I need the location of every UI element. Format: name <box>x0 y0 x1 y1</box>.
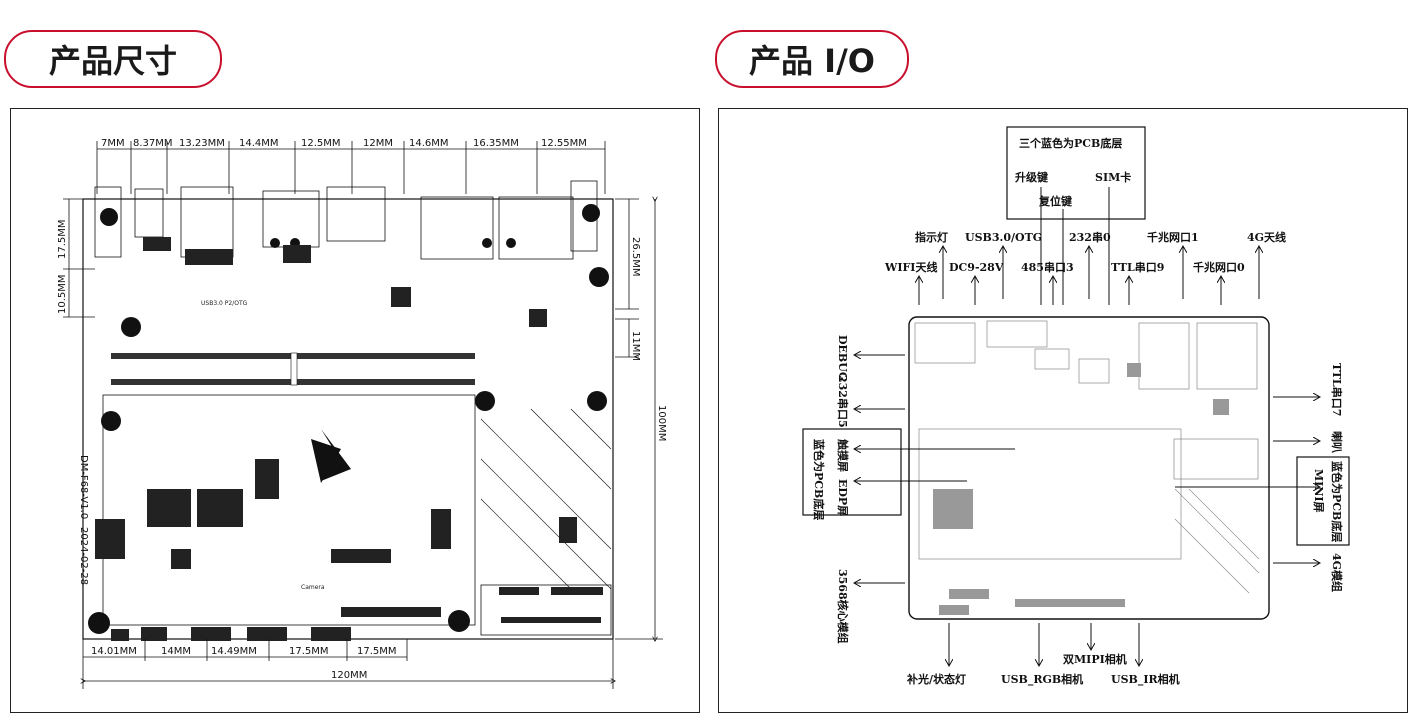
io-serial-232-0: 232串0 <box>1069 230 1111 244</box>
dim-top-7: 16.35MM <box>473 138 519 149</box>
dim-top-4: 12.5MM <box>301 138 341 149</box>
io-gigabit-lan1: 千兆网口1 <box>1147 230 1199 244</box>
io-touch-screen: 触摸屏 <box>836 438 850 472</box>
product-io-heading: 产品 I/O <box>715 30 909 88</box>
io-serial-232-5: 232串口5 <box>836 375 850 428</box>
io-dc-power: DC9-28V <box>949 261 1004 274</box>
io-top-box-title: 三个蓝色为PCB底层 <box>1019 136 1122 150</box>
product-dimensions-heading: 产品尺寸 <box>4 30 222 88</box>
dim-top-5: 12MM <box>363 138 393 149</box>
board-version: DM-F68-V1.0 <box>78 455 89 519</box>
io-ttl-serial-9: TTL串口9 <box>1111 260 1164 274</box>
board-silk-usb3-otg: USB3.0 P2/OTG <box>201 300 248 307</box>
io-4g-antenna: 4G天线 <box>1247 230 1286 244</box>
io-gigabit-lan0: 千兆网口0 <box>1193 260 1245 274</box>
io-reset-key: 复位键 <box>1038 194 1073 208</box>
io-4g-module: 4G模组 <box>1330 553 1344 592</box>
dim-bottom-4: 17.5MM <box>357 646 397 657</box>
board-dimension-drawing: 7MM 8.37MM 13.23MM 14.4MM 12.5MM 12MM 14… <box>57 138 667 689</box>
io-speaker: 喇叭 <box>1330 431 1344 453</box>
board-silk-camera: Camera <box>301 584 325 591</box>
io-ttl-serial-7: TTL串口7 <box>1330 363 1344 416</box>
dim-left-1: 10.5MM <box>57 274 68 314</box>
dimension-drawing-panel: 7MM 8.37MM 13.23MM 14.4MM 12.5MM 12MM 14… <box>10 108 700 713</box>
io-mini-screen: MINI屏 <box>1312 469 1325 513</box>
io-upgrade-key: 升级键 <box>1015 170 1049 184</box>
io-board-outline <box>908 316 1270 620</box>
dim-bottom-3: 17.5MM <box>289 646 329 657</box>
dim-total-width: 120MM <box>331 670 367 681</box>
dim-right-0: 26.5MM <box>630 237 641 277</box>
dim-right-2: 100MM <box>656 405 667 441</box>
io-left-box-note: 蓝色为PCB底层 <box>812 439 826 520</box>
dim-bottom-1: 14MM <box>161 646 191 657</box>
io-sim-card: SIM卡 <box>1095 170 1131 184</box>
io-diagram-panel: 三个蓝色为PCB底层 升级键 复位键 SIM卡 指示灯 USB3.0/OTG 2… <box>718 108 1408 713</box>
dim-top-2: 13.23MM <box>179 138 225 149</box>
io-right-box-note: 蓝色为PCB底层 <box>1330 461 1344 542</box>
io-core-module: 3568核心模组 <box>836 569 850 644</box>
dim-top-0: 7MM <box>101 138 125 149</box>
io-usb-rgb-camera: USB_RGB相机 <box>1001 672 1083 687</box>
io-wifi-antenna: WIFI天线 <box>884 260 937 274</box>
dim-top-6: 14.6MM <box>409 138 449 149</box>
io-serial-485-3: 485串口3 <box>1021 260 1074 274</box>
dim-top-1: 8.37MM <box>133 138 173 149</box>
io-usb-ir-camera: USB_IR相机 <box>1111 672 1180 687</box>
dim-right-1: 11MM <box>630 331 641 361</box>
dim-top-3: 14.4MM <box>239 138 279 149</box>
board-io-diagram: 三个蓝色为PCB底层 升级键 复位键 SIM卡 指示灯 USB3.0/OTG 2… <box>802 126 1350 687</box>
io-edp-screen: EDP屏 <box>836 479 849 516</box>
io-fill-light: 补光/状态灯 <box>906 672 966 686</box>
io-usb3-otg: USB3.0/OTG <box>965 231 1042 244</box>
board-date: 2024-02-28 <box>78 527 89 585</box>
dim-top-8: 12.55MM <box>541 138 587 149</box>
io-dual-mipi-camera: 双MIPI相机 <box>1063 652 1127 666</box>
dim-bottom-2: 14.49MM <box>211 646 257 657</box>
board-outline <box>82 198 614 640</box>
io-debug: DEBUG <box>836 335 849 381</box>
io-indicator: 指示灯 <box>915 230 948 244</box>
dim-bottom-0: 14.01MM <box>91 646 137 657</box>
dim-left-0: 17.5MM <box>57 219 68 259</box>
